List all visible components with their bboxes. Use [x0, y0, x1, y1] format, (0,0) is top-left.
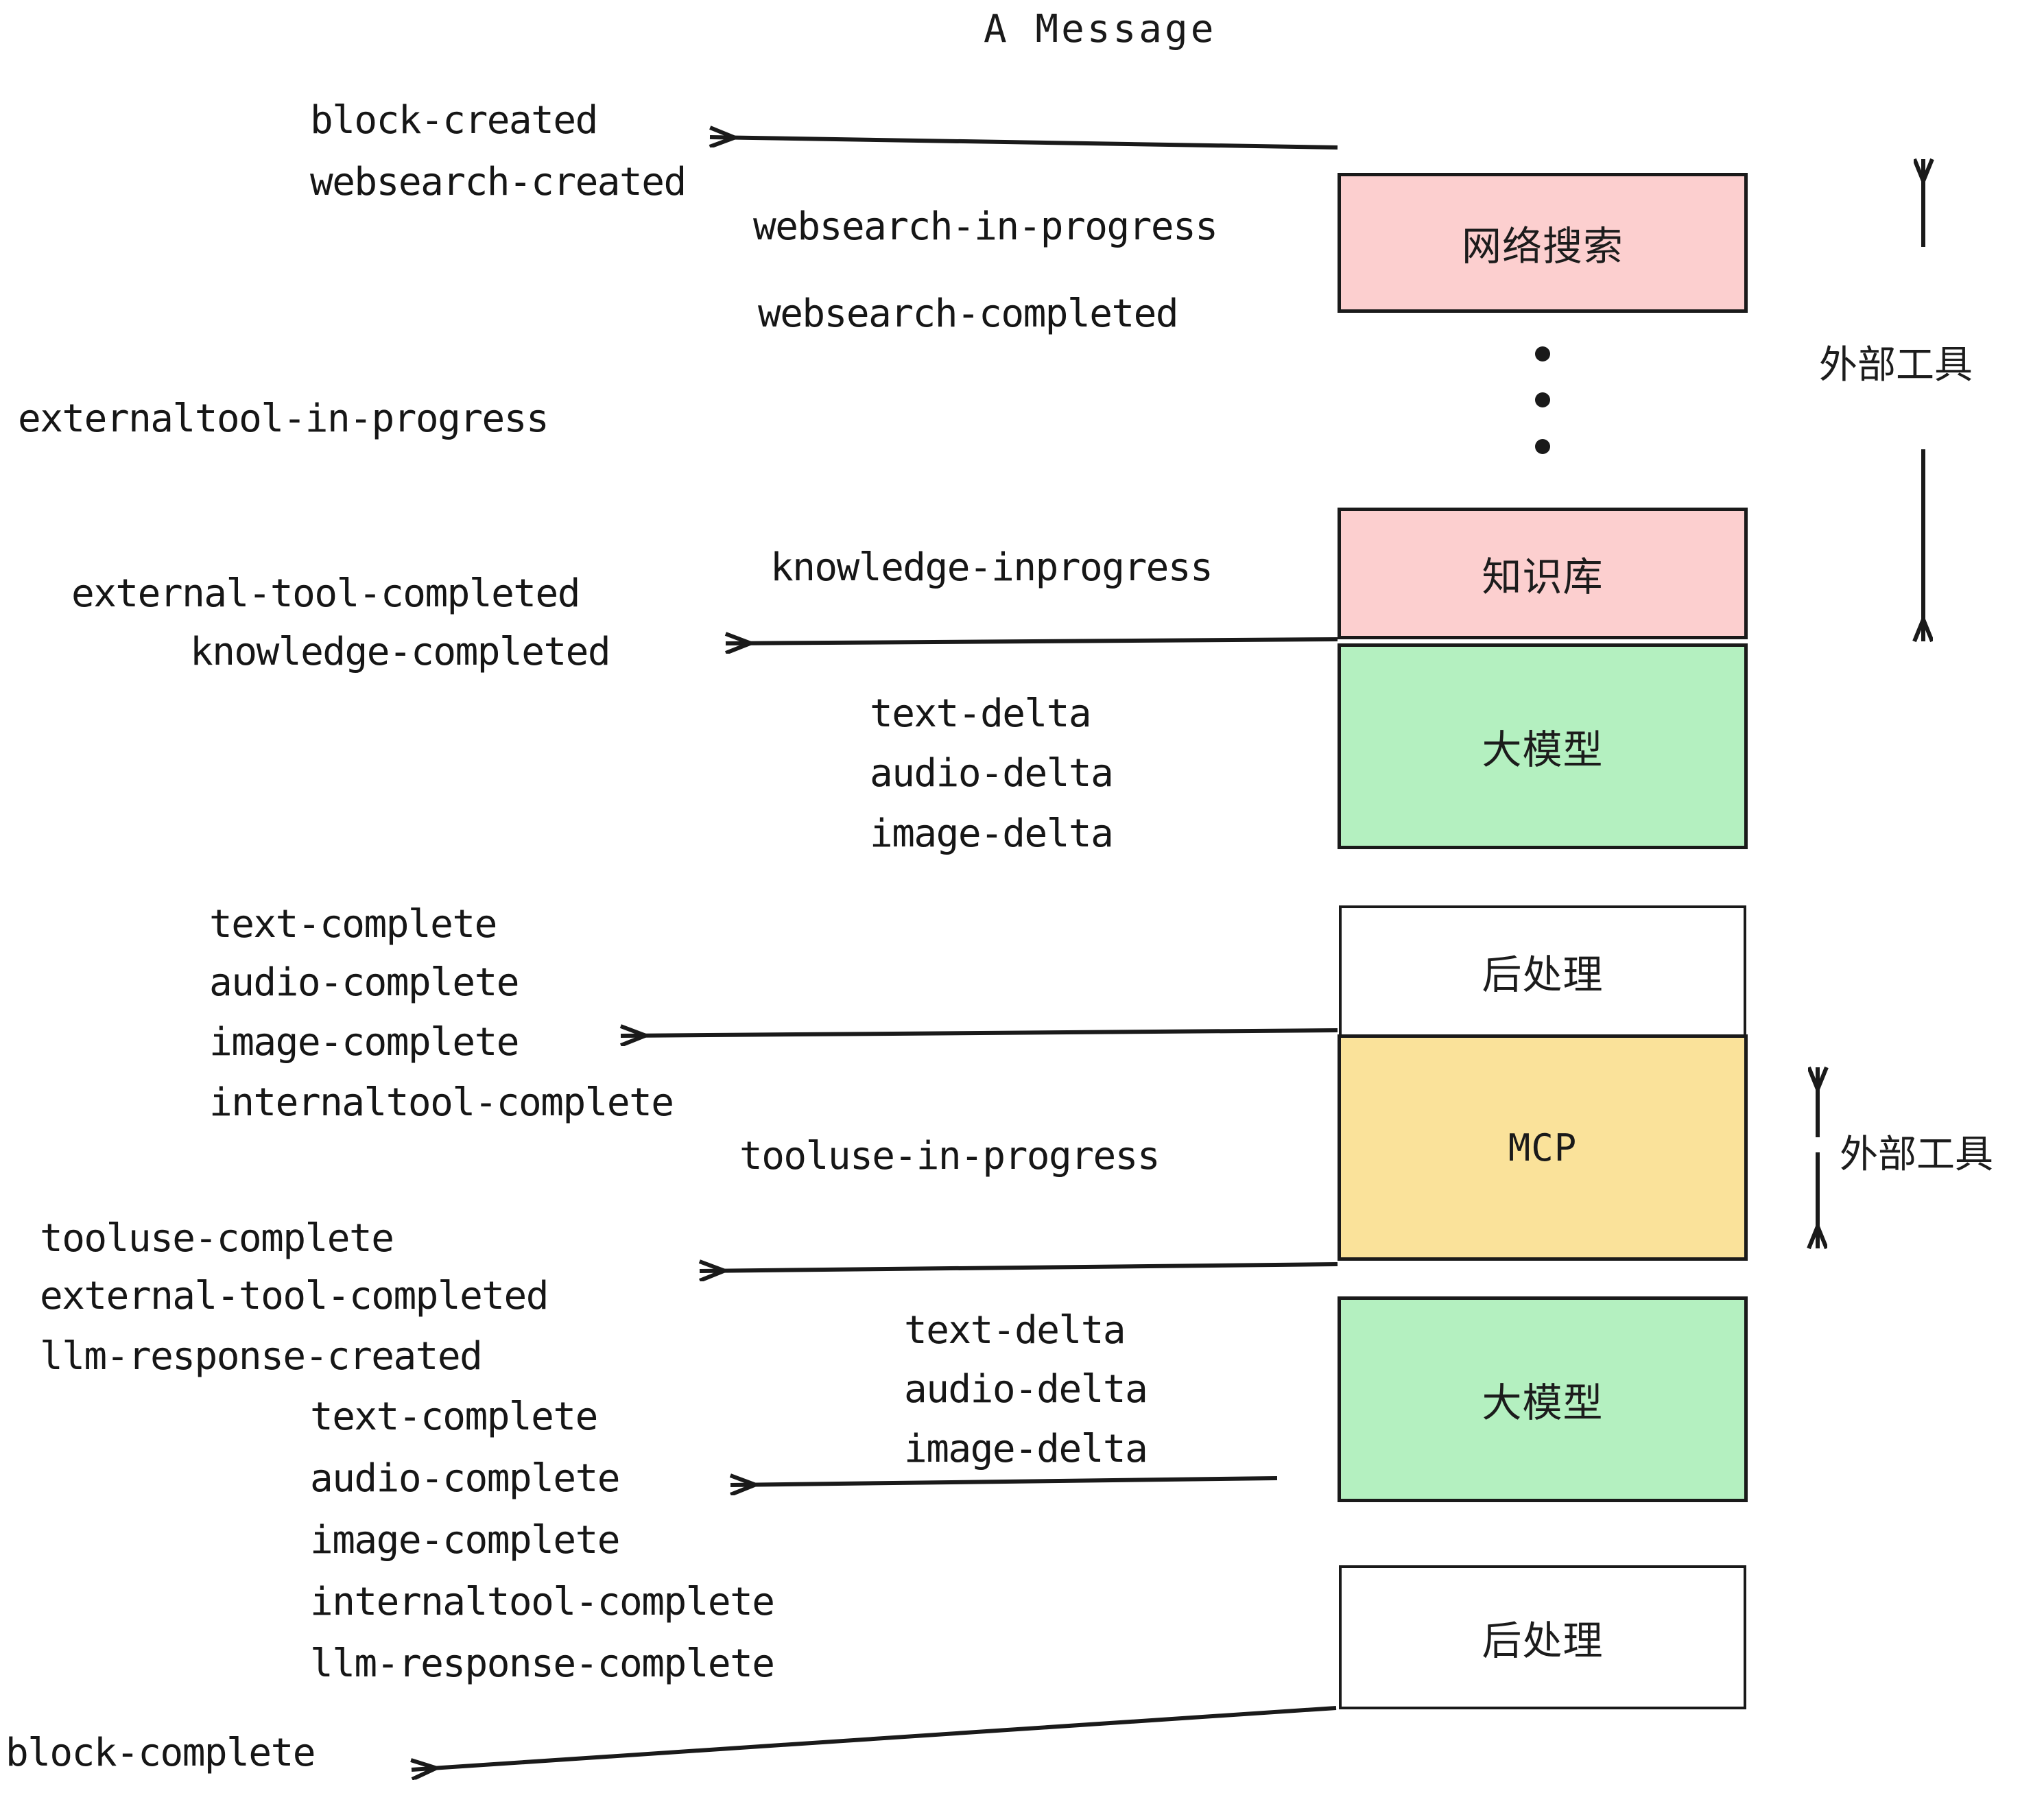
- event-external-tool-completed-2: external-tool-completed: [40, 1274, 549, 1318]
- event-external-tool-completed-1: external-tool-completed: [71, 571, 580, 616]
- event-image-delta-2: image-delta: [904, 1427, 1148, 1471]
- arrow-tooluse-complete: [700, 1264, 1338, 1271]
- box-llm-2-label: 大模型: [1482, 1379, 1604, 1426]
- box-postprocess-1-label: 后处理: [1482, 951, 1604, 998]
- arrow-block-complete: [412, 1706, 1337, 1770]
- event-audio-complete-1: audio-complete: [209, 960, 520, 1005]
- event-audio-complete-2: audio-complete: [310, 1456, 621, 1501]
- event-block-created: block-created: [310, 98, 598, 143]
- box-knowledge[interactable]: 知识库: [1338, 508, 1748, 639]
- event-image-complete-2: image-complete: [310, 1518, 621, 1563]
- event-block-complete: block-complete: [5, 1731, 316, 1775]
- page-title: A Message: [984, 7, 1217, 51]
- box-llm-2[interactable]: 大模型: [1338, 1296, 1748, 1502]
- event-tooluse-complete: tooluse-complete: [40, 1216, 394, 1261]
- event-websearch-in-progress: websearch-in-progress: [753, 204, 1218, 249]
- box-websearch[interactable]: 网络搜索: [1338, 173, 1748, 313]
- event-knowledge-completed: knowledge-completed: [190, 630, 611, 674]
- event-websearch-created: websearch-created: [310, 160, 687, 204]
- event-text-complete-2: text-complete: [310, 1394, 598, 1439]
- arrow-image-complete: [621, 1030, 1338, 1036]
- box-postprocess-1[interactable]: 后处理: [1339, 905, 1746, 1037]
- ellipsis-dot-3: [1535, 439, 1550, 454]
- event-text-delta-1: text-delta: [870, 691, 1092, 736]
- event-internaltool-complete-1: internaltool-complete: [209, 1080, 674, 1125]
- box-mcp-label: MCP: [1508, 1126, 1578, 1170]
- ellipsis-dot-1: [1535, 346, 1550, 361]
- event-image-complete-1: image-complete: [209, 1020, 520, 1065]
- box-llm-1-label: 大模型: [1482, 726, 1604, 773]
- event-llm-response-complete: llm-response-complete: [310, 1641, 775, 1686]
- arrow-block-created: [710, 137, 1338, 150]
- event-knowledge-inprogress: knowledge-inprogress: [770, 545, 1213, 590]
- event-text-complete-1: text-complete: [209, 902, 497, 947]
- event-tooluse-in-progress: tooluse-in-progress: [739, 1134, 1161, 1178]
- event-audio-delta-2: audio-delta: [904, 1367, 1148, 1412]
- side-label-external-tools-bottom: 外部工具: [1840, 1132, 1993, 1177]
- box-mcp[interactable]: MCP: [1338, 1034, 1748, 1261]
- box-knowledge-label: 知识库: [1482, 554, 1604, 600]
- box-postprocess-2[interactable]: 后处理: [1339, 1565, 1746, 1709]
- event-internaltool-complete-2: internaltool-complete: [310, 1580, 775, 1624]
- event-text-delta-2: text-delta: [904, 1308, 1126, 1353]
- ellipsis-dot-2: [1535, 392, 1550, 407]
- side-label-external-tools-top: 外部工具: [1819, 343, 1973, 388]
- arrow-knowledge-completed: [726, 639, 1338, 643]
- box-postprocess-2-label: 后处理: [1482, 1617, 1604, 1664]
- box-llm-1[interactable]: 大模型: [1338, 643, 1748, 849]
- event-image-delta-1: image-delta: [870, 811, 1114, 856]
- arrow-audio-complete: [730, 1478, 1278, 1485]
- event-websearch-completed: websearch-completed: [758, 292, 1179, 336]
- event-llm-response-created: llm-response-created: [40, 1334, 483, 1379]
- event-externaltool-in-progress: externaltool-in-progress: [18, 396, 549, 441]
- box-websearch-label: 网络搜索: [1461, 223, 1624, 270]
- event-audio-delta-1: audio-delta: [870, 751, 1114, 796]
